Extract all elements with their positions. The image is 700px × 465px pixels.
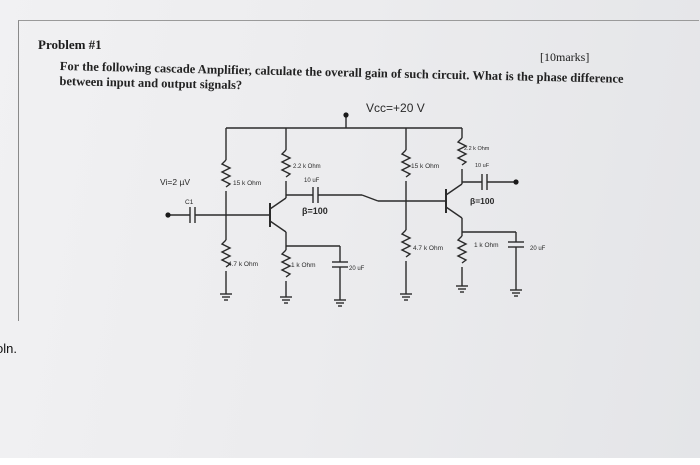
r-bias2-top-label: 15 k Ohm [411,163,439,170]
re1-label: 1 k Ohm [291,262,316,269]
rc2-label: 2.2 k Ohm [464,146,490,152]
vi-label: Vi=2 µV [160,177,190,187]
vcc-label: Vcc=+20 V [366,101,425,115]
re2-resistor [456,235,468,264]
solution-label: oln. [0,341,17,356]
c1-label: C1 [185,199,194,206]
problem-frame [18,20,699,321]
c-coupling2-label: 10 uF [475,163,490,169]
rc1-resistor [280,149,292,178]
c-coupling1-label: 10 uF [304,178,320,184]
problem-title: Problem #1 [38,37,102,52]
r-bias2-top-resistor [400,149,412,178]
r-bias2-bottom-label: 4.7 k Ohm [413,245,443,252]
ground-symbols [220,285,522,307]
ce2-label: 20 uF [530,246,546,252]
output-terminal-dot [513,179,519,185]
r-bias1-bottom-resistor [220,239,232,268]
bottom-edge-strip [0,458,700,465]
rc2-resistor [456,137,468,166]
re1-resistor [280,249,292,278]
r-bias1-bottom-label: 4.7 k Ohm [228,261,258,268]
vcc-terminal-dot [343,112,349,118]
beta2-label: β=100 [470,196,495,206]
r-bias1-top-resistor [220,159,232,188]
r-bias1-top-label: 15 k Ohm [233,180,261,187]
ce1-label: 20 uF [349,266,365,272]
beta1-label: β=100 [302,206,328,216]
input-terminal-dot [165,212,171,218]
problem-marks: [10marks] [540,50,590,64]
re2-label: 1 k Ohm [474,242,499,249]
rc1-label: 2.2 k Ohm [293,164,321,170]
r-bias2-bottom-resistor [400,229,412,258]
